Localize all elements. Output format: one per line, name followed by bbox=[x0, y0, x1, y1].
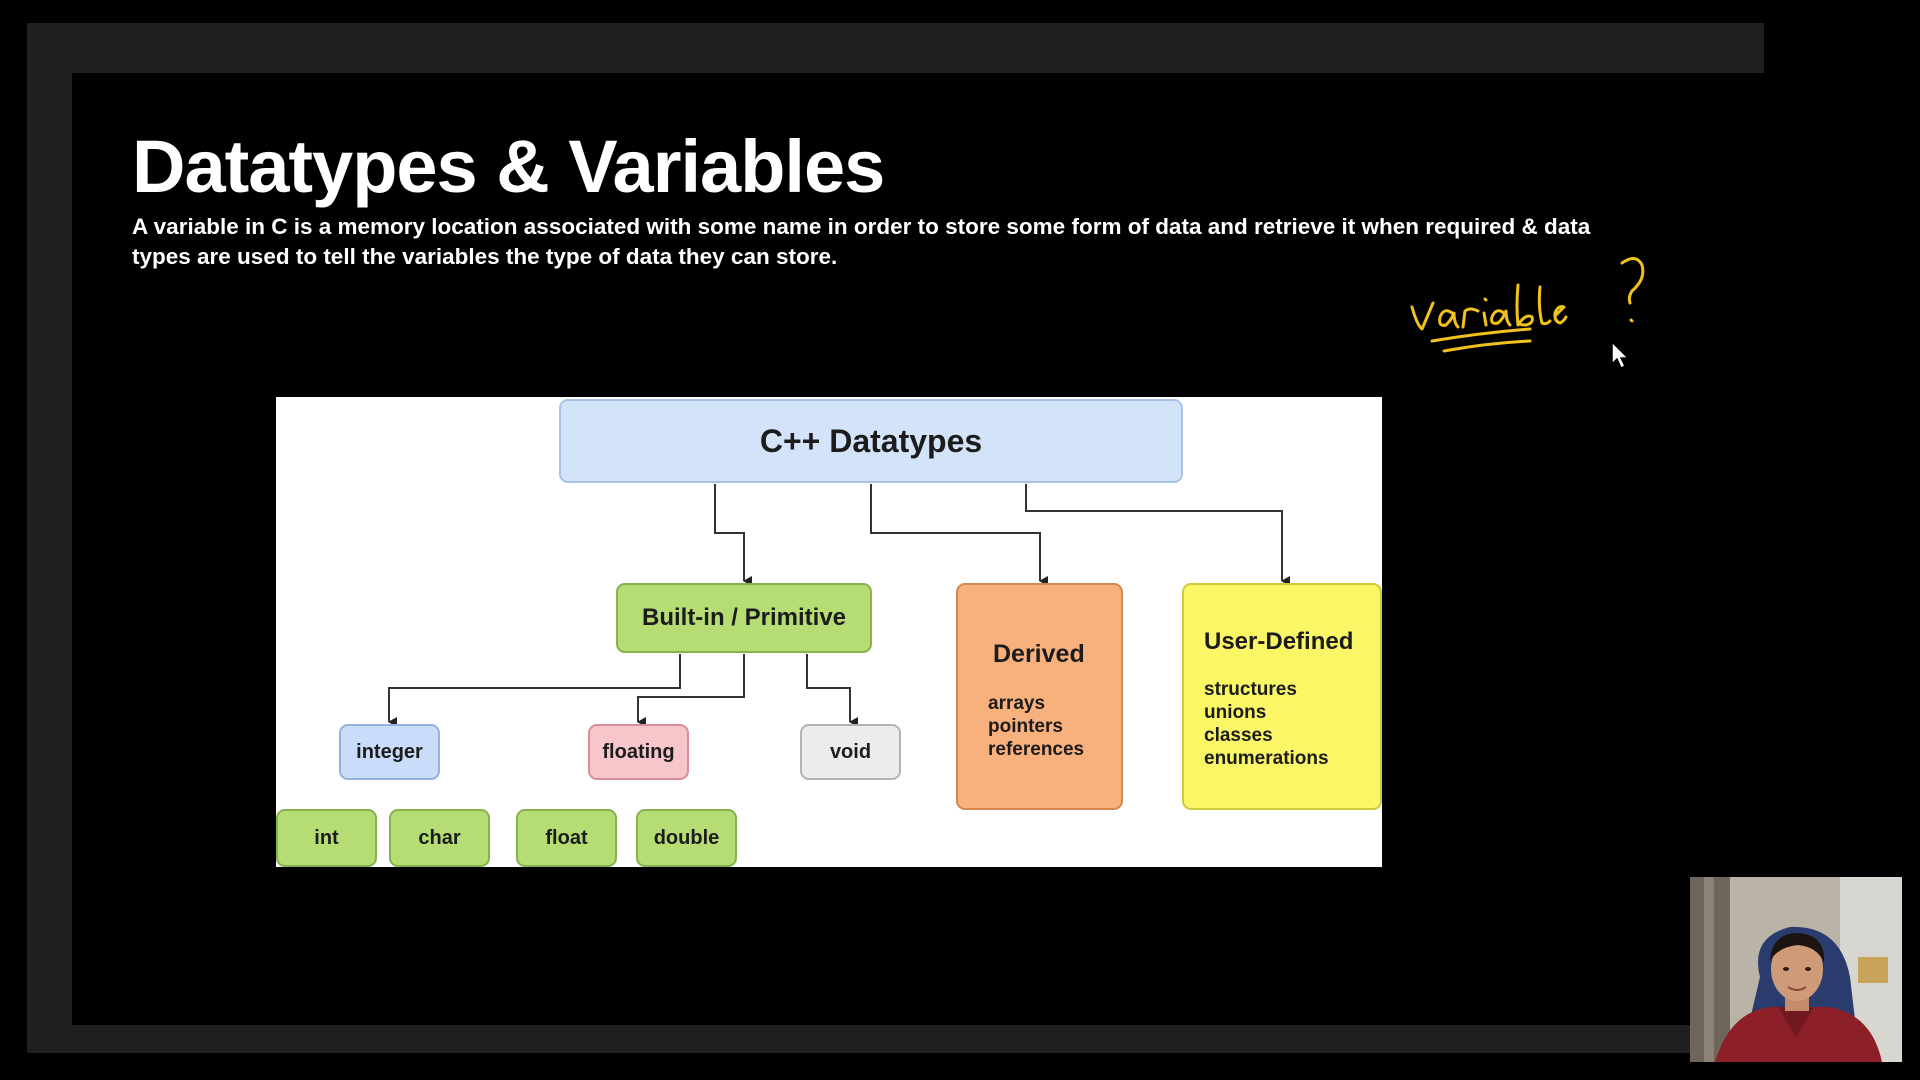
node-user-defined: User-Defined structures unions classes e… bbox=[1182, 583, 1382, 810]
user-defined-item: unions bbox=[1204, 702, 1267, 723]
slide-title: Datatypes & Variables bbox=[132, 125, 885, 208]
presenter-webcam bbox=[1690, 877, 1902, 1062]
question-mark bbox=[1620, 257, 1645, 305]
user-defined-item: enumerations bbox=[1204, 748, 1329, 769]
connector-builtin-floating bbox=[637, 654, 745, 727]
underline-2 bbox=[1442, 339, 1532, 353]
connector-root-builtin bbox=[714, 484, 752, 586]
node-cpp-datatypes: C++ Datatypes bbox=[559, 399, 1183, 483]
node-integer: integer bbox=[339, 724, 440, 780]
connector-builtin-void bbox=[806, 654, 858, 727]
connector-root-userdefined bbox=[1025, 484, 1290, 586]
user-defined-item: structures bbox=[1204, 679, 1297, 700]
datatypes-diagram: C++ Datatypes Built-in / Primitive integ… bbox=[276, 397, 1382, 867]
user-defined-heading: User-Defined bbox=[1204, 628, 1354, 655]
node-floating: floating bbox=[588, 724, 689, 780]
derived-item: pointers bbox=[988, 716, 1063, 737]
handwriting-v bbox=[1410, 301, 1435, 331]
handwriting-l bbox=[1537, 285, 1552, 326]
leaf-float: float bbox=[516, 809, 617, 867]
leaf-double: double bbox=[636, 809, 737, 867]
node-void: void bbox=[800, 724, 901, 780]
handwriting-b bbox=[1515, 283, 1534, 327]
derived-item: references bbox=[988, 739, 1085, 760]
handwriting-e bbox=[1553, 305, 1568, 325]
node-builtin-primitive: Built-in / Primitive bbox=[616, 583, 872, 653]
handwriting-r bbox=[1461, 307, 1480, 329]
underline-1 bbox=[1430, 327, 1532, 343]
node-derived: Derived arrays pointers references bbox=[956, 583, 1123, 810]
derived-list: arrays pointers references bbox=[988, 692, 1084, 761]
handwriting-a2 bbox=[1490, 309, 1512, 327]
user-defined-list: structures unions classes enumerations bbox=[1204, 678, 1329, 770]
handwriting-i-dot bbox=[1483, 297, 1488, 302]
connector-root-derived bbox=[870, 484, 1048, 586]
handwritten-annotation bbox=[1410, 257, 1645, 353]
user-defined-item: classes bbox=[1204, 725, 1273, 746]
handwriting-a bbox=[1438, 309, 1460, 329]
derived-item: arrays bbox=[988, 693, 1046, 714]
derived-heading: Derived bbox=[993, 640, 1085, 668]
slide-description: A variable in C is a memory location ass… bbox=[132, 214, 1591, 269]
leaf-char: char bbox=[389, 809, 490, 867]
diagram-connectors bbox=[388, 484, 1290, 727]
handwriting-i bbox=[1482, 311, 1488, 327]
leaf-int: int bbox=[276, 809, 377, 867]
connector-builtin-integer bbox=[388, 654, 681, 727]
presenter-image bbox=[1690, 877, 1902, 1062]
mouse-pointer-icon bbox=[1611, 340, 1630, 370]
question-dot bbox=[1629, 318, 1634, 323]
